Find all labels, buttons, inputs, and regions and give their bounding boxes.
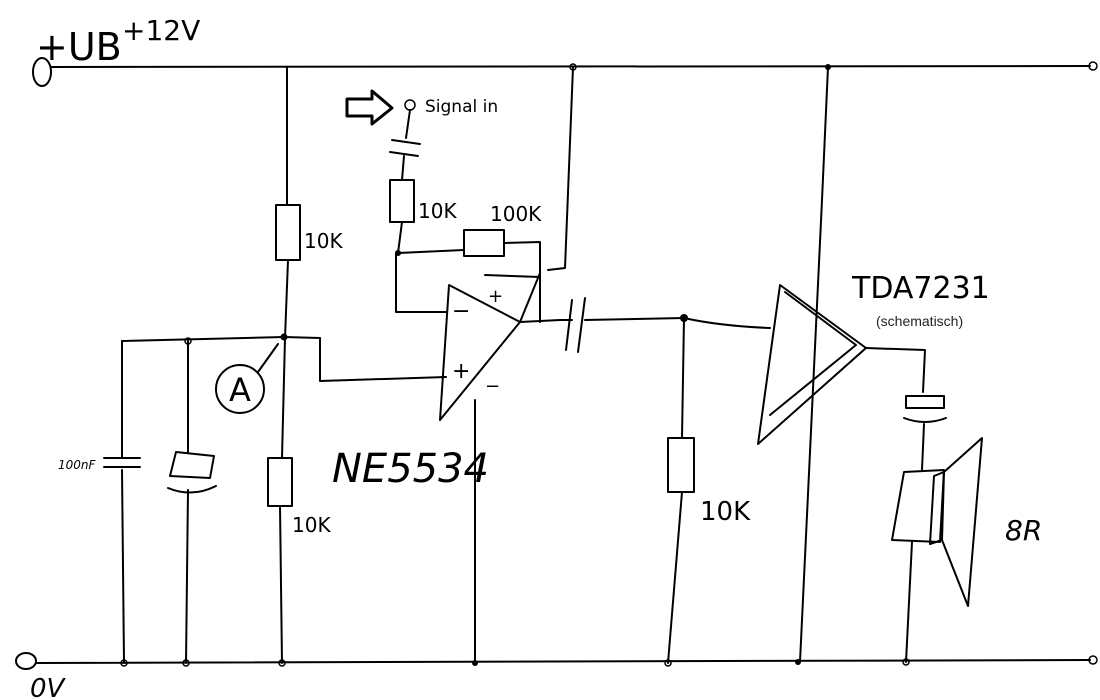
opamp-ne5534 bbox=[395, 252, 561, 666]
speaker-icon bbox=[891, 437, 983, 666]
supply-terminal-right bbox=[1088, 61, 1098, 71]
amplifier-tda7231 bbox=[757, 64, 926, 665]
ground-label: 0V bbox=[30, 674, 67, 700]
opamp-plus-input-label: + bbox=[452, 359, 470, 384]
ground-terminal bbox=[15, 652, 37, 670]
feedback-resistor bbox=[463, 229, 505, 257]
divider-top-resistor-label: 10K bbox=[304, 229, 343, 253]
bypass-capacitor-label: 100nF bbox=[58, 458, 97, 472]
opamp-supply-wire bbox=[547, 66, 574, 271]
amplifier-label: TDA7231 bbox=[851, 271, 990, 306]
divider-bottom-resistor bbox=[267, 457, 293, 507]
test-point-label: A bbox=[229, 371, 251, 409]
test-point bbox=[215, 343, 279, 414]
supply-symbol-label: +UB bbox=[36, 25, 122, 69]
opamp-minus-supply-label: − bbox=[485, 376, 500, 397]
load-resistor-branch bbox=[664, 314, 771, 667]
feedback-resistor-label: 100K bbox=[490, 202, 542, 226]
load-resistor-label: 10K bbox=[700, 497, 751, 527]
signal-input bbox=[345, 89, 421, 256]
output-capacitor bbox=[903, 395, 947, 471]
load-resistor bbox=[667, 437, 695, 493]
feedback-network bbox=[397, 229, 541, 323]
bias-divider bbox=[267, 66, 301, 667]
opamp-triangle bbox=[439, 284, 521, 421]
signal-input-label: Signal in bbox=[425, 97, 498, 117]
opamp-label: NE5534 bbox=[332, 446, 489, 492]
supply-rail bbox=[32, 57, 1098, 87]
supply-terminal bbox=[32, 57, 52, 87]
signal-arrow-icon bbox=[345, 89, 394, 126]
signal-input-terminal bbox=[404, 99, 416, 111]
ground-terminal-right bbox=[1088, 655, 1098, 665]
bias-wiring bbox=[120, 336, 447, 667]
bypass-capacitor bbox=[103, 457, 141, 468]
coupling-capacitor bbox=[559, 297, 685, 353]
opamp-plus-supply-label: + bbox=[488, 286, 503, 307]
divider-bottom-resistor-label: 10K bbox=[292, 513, 331, 537]
test-point-circle bbox=[215, 364, 265, 414]
supply-voltage-label: +12V bbox=[122, 14, 200, 47]
input-resistor bbox=[389, 179, 415, 223]
divider-top-resistor bbox=[275, 204, 301, 261]
opamp-minus-input-label: − bbox=[452, 299, 470, 324]
input-resistor-label: 10K bbox=[418, 199, 457, 223]
electrolytic-capacitor bbox=[167, 451, 217, 494]
speaker-label: 8R bbox=[1005, 514, 1042, 547]
ground-rail bbox=[15, 652, 1098, 670]
amplifier-note: (schematisch) bbox=[876, 313, 963, 329]
